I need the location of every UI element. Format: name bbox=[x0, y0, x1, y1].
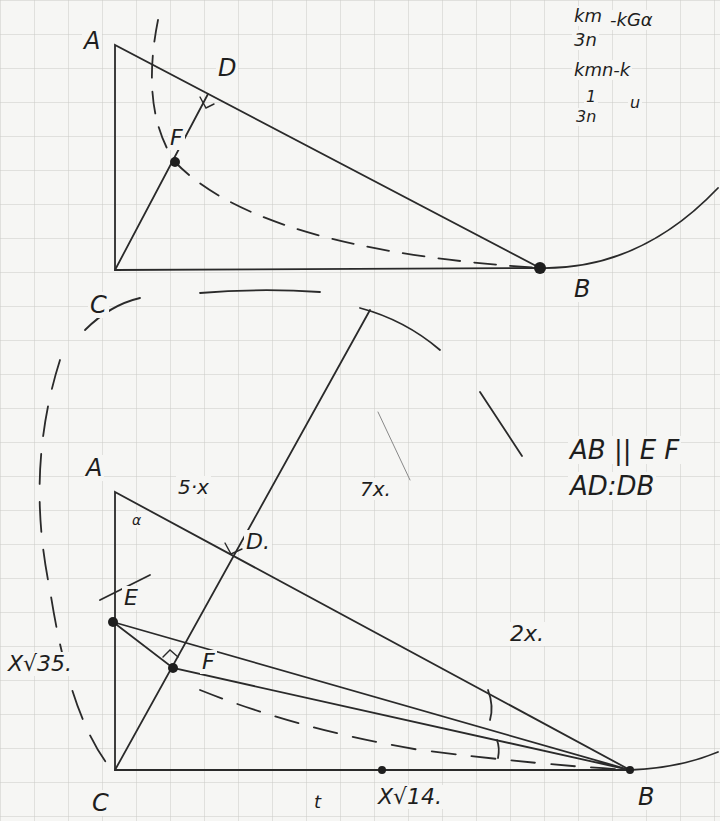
note: 3n bbox=[574, 108, 598, 126]
length-label: X√14. bbox=[376, 785, 444, 809]
point-label: C bbox=[90, 790, 111, 816]
note: 3n bbox=[572, 30, 599, 50]
note: km bbox=[572, 6, 604, 26]
point bbox=[168, 663, 178, 673]
point bbox=[378, 766, 386, 774]
faint-line bbox=[378, 412, 410, 480]
point bbox=[534, 262, 546, 274]
triangle bbox=[115, 45, 540, 270]
point-label: B bbox=[636, 784, 656, 810]
arc-fragment bbox=[200, 290, 320, 293]
altitude bbox=[115, 94, 208, 270]
point-label: A bbox=[82, 28, 102, 54]
right-angle-mark bbox=[163, 650, 178, 657]
dashed-arc bbox=[200, 690, 630, 770]
right-angle-mark bbox=[200, 97, 214, 108]
right-angle-mark bbox=[225, 543, 242, 554]
arc bbox=[360, 308, 440, 350]
note: AB || E F bbox=[568, 436, 681, 464]
length-label: X√35. bbox=[6, 652, 74, 676]
arc bbox=[540, 188, 718, 268]
dashed-arc bbox=[152, 20, 540, 268]
point-label: F bbox=[168, 126, 185, 150]
triangle-efb bbox=[113, 622, 630, 770]
altitude-extended bbox=[115, 310, 370, 770]
point-label: B bbox=[572, 276, 592, 302]
point-label: C bbox=[88, 292, 109, 318]
angle-mark bbox=[488, 690, 492, 720]
point-label: A bbox=[84, 455, 104, 481]
point bbox=[108, 617, 118, 627]
note: 1 bbox=[584, 88, 598, 106]
point-label: D bbox=[216, 55, 238, 81]
point-label: D. bbox=[244, 530, 272, 554]
note: -kGα bbox=[608, 10, 655, 30]
length-label: t bbox=[312, 792, 323, 812]
length-label: 5·x bbox=[176, 476, 211, 498]
arc bbox=[480, 392, 522, 456]
length-label: 7x. bbox=[358, 478, 393, 500]
angle-mark bbox=[497, 740, 499, 758]
note: u bbox=[628, 94, 642, 112]
point-label: E bbox=[122, 586, 140, 610]
length-label: 2x. bbox=[508, 622, 546, 646]
arc bbox=[630, 752, 718, 770]
note: kmn-k bbox=[572, 60, 632, 80]
note: AD:DB bbox=[568, 472, 656, 500]
point bbox=[170, 157, 180, 167]
angle-label: α bbox=[130, 512, 143, 528]
dashed-circle bbox=[40, 360, 112, 770]
point-label: F bbox=[200, 650, 217, 674]
point bbox=[626, 766, 634, 774]
